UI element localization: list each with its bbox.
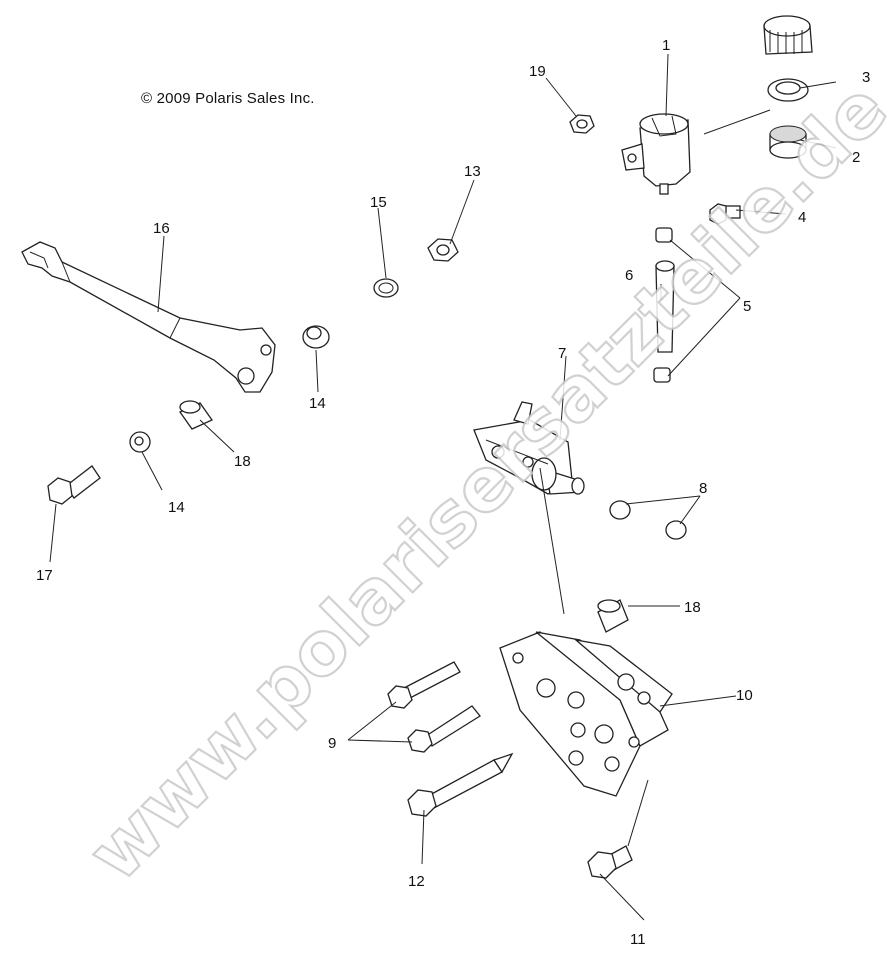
callout-label: 14 xyxy=(168,499,185,516)
spacer-part xyxy=(597,599,629,633)
master-cylinder-part xyxy=(473,401,585,495)
leader-lines xyxy=(49,53,837,921)
reservoir-cap-part xyxy=(763,15,813,55)
pedal-bracket-part xyxy=(499,631,673,797)
callout-label: 18 xyxy=(234,453,251,470)
callout-label: 1 xyxy=(662,37,670,54)
callout-label: 19 xyxy=(529,63,546,80)
callout-label: 17 xyxy=(36,567,53,584)
brake-rod-part xyxy=(21,241,276,393)
callout-label: 10 xyxy=(736,687,753,704)
diaphragm-part xyxy=(767,78,809,102)
callout-label: 2 xyxy=(852,149,860,166)
callout-label: 14 xyxy=(309,395,326,412)
callout-label: 8 xyxy=(699,480,707,497)
bolt-part xyxy=(47,465,101,505)
callout-labels: 1 2 3 4 5 6 7 8 9 10 11 12 13 14 14 15 1… xyxy=(36,37,870,948)
callout-label: 15 xyxy=(370,194,387,211)
callout-label: 5 xyxy=(743,298,751,315)
seal-part xyxy=(769,125,807,159)
callout-label: 11 xyxy=(630,931,646,948)
callout-label: 6 xyxy=(625,267,633,284)
bracket-bolt-part xyxy=(387,661,481,753)
spacer-part xyxy=(179,400,213,430)
pedal-bolt-part xyxy=(587,845,633,879)
hose-clamp-part xyxy=(653,227,673,383)
washer-part xyxy=(129,431,151,453)
long-bolt-part xyxy=(407,752,514,817)
spring-clip-part xyxy=(373,278,399,298)
callout-label: 9 xyxy=(328,735,336,752)
small-nut-part xyxy=(569,114,595,134)
callout-label: 12 xyxy=(408,873,425,890)
callout-label: 18 xyxy=(684,599,701,616)
grommet-part xyxy=(609,500,687,540)
bushing-part xyxy=(302,325,330,349)
callout-label: 3 xyxy=(862,69,870,86)
nut-part xyxy=(427,238,459,262)
reservoir-bolt-part xyxy=(709,203,741,225)
reservoir-part xyxy=(621,113,691,195)
callout-label: 7 xyxy=(558,345,566,362)
copyright-text: © 2009 Polaris Sales Inc. xyxy=(141,90,315,107)
callout-label: 16 xyxy=(153,220,170,237)
callout-label: 4 xyxy=(798,209,806,226)
callout-label: 13 xyxy=(464,163,481,180)
